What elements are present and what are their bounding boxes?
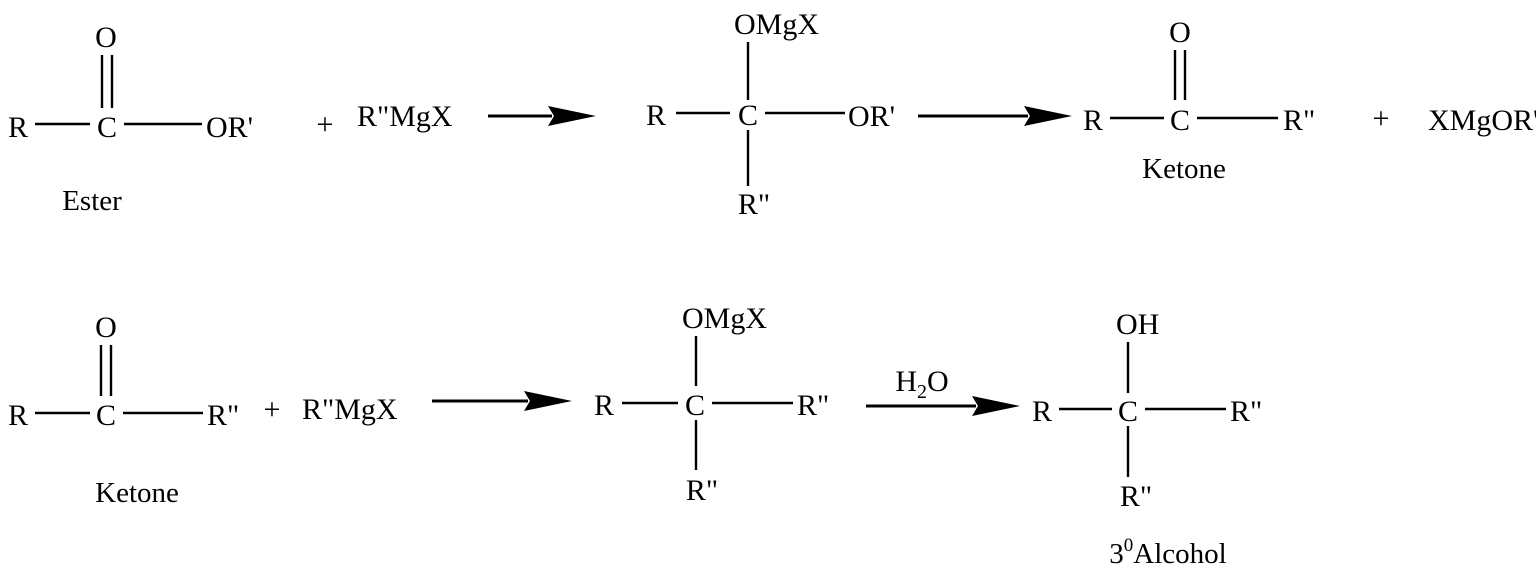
ester-carbonyl-oxygen: O — [95, 21, 117, 54]
ketone-1-r-group: R — [1083, 104, 1103, 137]
ester-label: Ester — [62, 185, 122, 217]
tertiary-alcohol-product: OH R C R" R" 30Alcohol — [1032, 308, 1262, 570]
ketone-product-1: O R C R" Ketone — [1083, 16, 1315, 185]
alcohol-degree-superscript: 0 — [1124, 535, 1134, 556]
grignard-reagent-1: R"MgX — [357, 100, 453, 133]
ketone-2-r-group: R — [8, 399, 28, 432]
intermediate-1-omgx: OMgX — [734, 8, 819, 41]
ketone-1-oxygen: O — [1169, 16, 1191, 49]
ketone-reactant-2: O R C R" Ketone — [8, 311, 239, 509]
alcohol-r-group: R — [1032, 395, 1052, 428]
intermediate-1-r-group: R — [646, 99, 666, 132]
alkoxide-intermediate-2: OMgX R C R" R" — [594, 302, 829, 507]
intermediate-2-r-double-prime-bottom: R" — [686, 474, 718, 507]
plus-sign-1: + — [317, 108, 334, 141]
intermediate-2-carbon: C — [685, 389, 705, 422]
byproduct-xmgor: XMgOR' — [1428, 104, 1536, 137]
reaction-arrow-3 — [432, 391, 572, 411]
arrow-3-head — [524, 391, 572, 411]
ketone-2-oxygen: O — [95, 311, 117, 344]
alcohol-r-double-prime-bottom: R" — [1120, 480, 1152, 513]
alkoxide-intermediate-1: OMgX R C OR' R" — [646, 8, 895, 221]
intermediate-1-or-group: OR' — [848, 100, 895, 133]
ketone-1-r-double-prime: R" — [1283, 104, 1315, 137]
intermediate-2-r-double-prime-right: R" — [797, 389, 829, 422]
arrow-1-head — [548, 106, 596, 126]
ketone-1-label: Ketone — [1142, 153, 1226, 185]
ketone-2-label: Ketone — [95, 477, 179, 509]
intermediate-1-carbon: C — [738, 99, 758, 132]
ester-or-group: OR' — [206, 111, 253, 144]
plus-sign-3: + — [264, 393, 281, 426]
reaction-arrow-4: H2O — [866, 365, 1020, 416]
tertiary-alcohol-label: 30Alcohol — [1109, 535, 1226, 570]
ketone-1-carbon: C — [1170, 104, 1190, 137]
grignard-reagent-2: R"MgX — [302, 393, 398, 426]
arrow-4-head — [972, 396, 1020, 416]
alcohol-degree-3: 3 — [1109, 538, 1124, 570]
intermediate-2-omgx: OMgX — [682, 302, 767, 335]
water-subscript-2: 2 — [917, 381, 927, 403]
ester-carbon: C — [97, 111, 117, 144]
intermediate-2-r-group: R — [594, 389, 614, 422]
alcohol-carbon: C — [1118, 395, 1138, 428]
reaction-arrow-1 — [488, 106, 596, 126]
water-h: H — [895, 365, 917, 398]
plus-sign-2: + — [1373, 102, 1390, 135]
reaction-arrow-2 — [918, 106, 1072, 126]
ester-r-group: R — [8, 111, 28, 144]
arrow-2-head — [1024, 106, 1072, 126]
alcohol-oh-group: OH — [1116, 308, 1159, 341]
arrow-4-condition-water: H2O — [895, 365, 948, 403]
water-o: O — [927, 365, 949, 398]
alcohol-word: Alcohol — [1133, 538, 1226, 570]
intermediate-1-r-double-prime: R" — [738, 188, 770, 221]
ketone-2-carbon: C — [96, 399, 116, 432]
alcohol-r-double-prime-right: R" — [1230, 395, 1262, 428]
ester-structure: O R C OR' Ester — [8, 21, 253, 217]
ketone-2-r-double-prime: R" — [207, 399, 239, 432]
